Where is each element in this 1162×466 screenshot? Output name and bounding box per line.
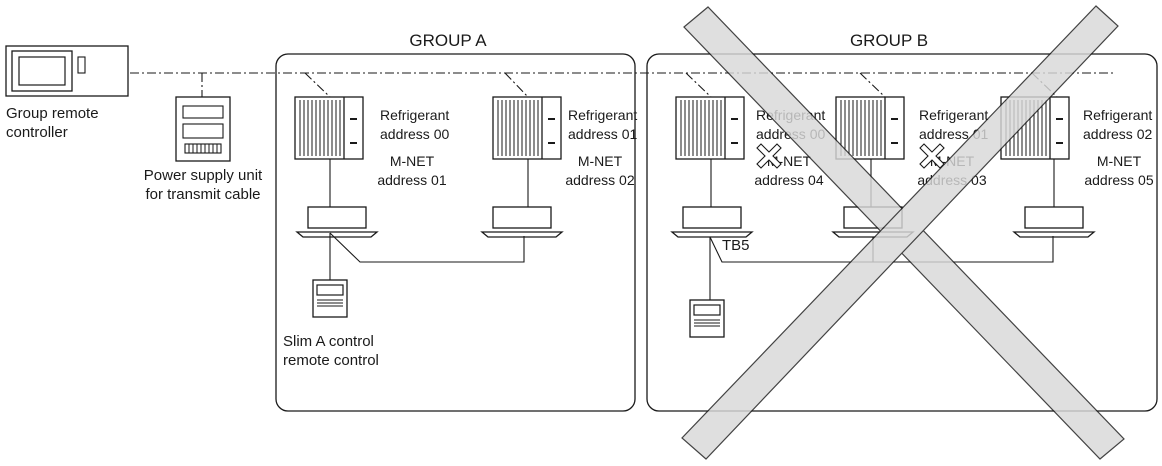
group-remote-label-line2: controller bbox=[6, 124, 68, 141]
group-a-unit-2-line3: M-NET bbox=[578, 153, 623, 169]
group-remote-controller-icon bbox=[5, 45, 129, 97]
indoor-cassette-unit-icon bbox=[1013, 206, 1095, 238]
group-a-frame bbox=[275, 53, 636, 412]
outdoor-unit-icon bbox=[294, 96, 364, 160]
slim-remote-label-line2: remote control bbox=[283, 352, 379, 369]
group-a-unit-1-line4: address 01 bbox=[377, 172, 446, 188]
slim-remote-label-line1: Slim A control bbox=[283, 333, 374, 350]
group-a-remote-wiring bbox=[329, 232, 525, 280]
group-b-title: GROUP B bbox=[850, 31, 928, 50]
group-b-unit-3-line3: M-NET bbox=[1097, 153, 1142, 169]
group-b-unit-1-line4: address 04 bbox=[754, 172, 823, 188]
group-b-frame bbox=[646, 53, 1158, 412]
power-supply-label-line1: Power supply unit bbox=[144, 167, 263, 184]
group-a-unit-1-line3: M-NET bbox=[390, 153, 435, 169]
outdoor-unit-icon bbox=[675, 96, 745, 160]
group-a-unit-1-line2: address 00 bbox=[380, 126, 449, 142]
group-remote-label-line1: Group remote bbox=[6, 105, 99, 122]
m-net-transmission-line bbox=[130, 72, 1115, 98]
terminal-label-tb5: TB5 bbox=[722, 237, 750, 254]
group-a-unit-2-label: Refrigerant address 01 M-NET address 02 bbox=[565, 107, 637, 188]
group-a-unit-1-label: Refrigerant address 00 M-NET address 01 bbox=[377, 107, 449, 188]
wired-remote-control-icon bbox=[312, 279, 348, 318]
indoor-cassette-unit-icon bbox=[671, 206, 753, 238]
group-b-unit-2-line1: Refrigerant bbox=[919, 107, 988, 123]
outdoor-unit-icon bbox=[492, 96, 562, 160]
group-b-unit-3-line2: address 02 bbox=[1083, 126, 1152, 142]
group-a-unit-2-line2: address 01 bbox=[568, 126, 637, 142]
group-b-unit-3-line1: Refrigerant bbox=[1083, 107, 1152, 123]
group-b-unit-3-label: Refrigerant address 02 M-NET address 05 bbox=[1083, 107, 1154, 188]
group-a-unit-2-line4: address 02 bbox=[565, 172, 634, 188]
not-allowed-cross-icon bbox=[681, 5, 1125, 460]
group-a-unit-1-line1: Refrigerant bbox=[380, 107, 449, 123]
indoor-cassette-unit-icon bbox=[296, 206, 378, 238]
group-a-unit-2-line1: Refrigerant bbox=[568, 107, 637, 123]
power-supply-label-line2: for transmit cable bbox=[145, 186, 260, 203]
group-a-title: GROUP A bbox=[409, 31, 487, 50]
power-supply-unit-icon bbox=[175, 96, 231, 162]
group-b-unit-3-line4: address 05 bbox=[1084, 172, 1153, 188]
wired-remote-control-icon bbox=[689, 299, 725, 338]
indoor-cassette-unit-icon bbox=[481, 206, 563, 238]
